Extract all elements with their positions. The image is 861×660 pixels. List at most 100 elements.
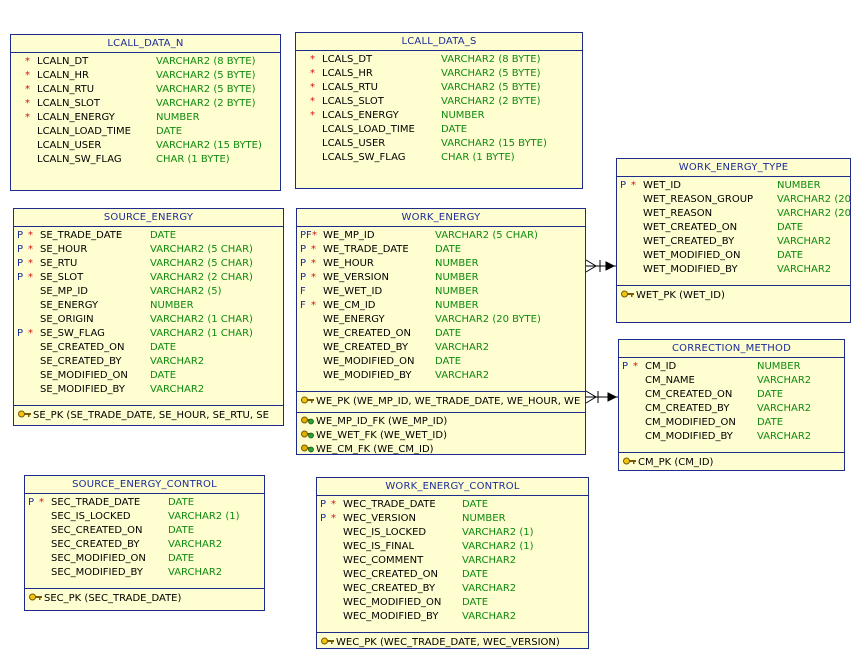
column-type: VARCHAR2: [150, 356, 205, 367]
primary-key-entry[interactable]: SE_PK (SE_TRADE_DATE, SE_HOUR, SE_RTU, S…: [18, 409, 269, 423]
index-entry[interactable]: WE_WET_FK (WE_WET_ID): [301, 429, 447, 443]
primary-key-entry[interactable]: WET_PK (WET_ID): [621, 289, 725, 303]
column-name: WE_WET_ID: [323, 286, 383, 297]
primary-key-entry[interactable]: SEC_PK (SEC_TRADE_DATE): [29, 592, 181, 606]
key-label: WEC_PK (WEC_TRADE_DATE, WEC_VERSION): [336, 637, 560, 648]
primary-key-entry[interactable]: WEC_PK (WEC_TRADE_DATE, WEC_VERSION): [321, 636, 560, 648]
primary-key-entry[interactable]: CM_PK (CM_ID): [623, 456, 713, 470]
index-entry[interactable]: WE_CM_FK (WE_CM_ID): [301, 443, 434, 454]
index-icon: [301, 415, 314, 425]
key-icon: [29, 592, 42, 602]
key-marker: P: [17, 272, 24, 283]
key-icon: [621, 289, 634, 299]
column-row[interactable]: SE_CREATED_BY VARCHAR2: [14, 355, 283, 369]
column-name: SEC_CREATED_ON: [51, 525, 143, 536]
column-type: VARCHAR2: [462, 611, 517, 622]
column-name: SE_ORIGIN: [40, 314, 94, 325]
index-entry[interactable]: WE_MP_ID_FK (WE_MP_ID): [301, 415, 447, 429]
column-name: WEC_TRADE_DATE: [343, 499, 436, 510]
column-type: VARCHAR2: [777, 236, 832, 247]
primary-key-entry[interactable]: WE_PK (WE_MP_ID, WE_TRADE_DATE, WE_HOUR,…: [301, 395, 580, 409]
column-type: VARCHAR2 (1): [168, 511, 240, 522]
key-label: WET_PK (WET_ID): [636, 290, 725, 301]
column-name: SE_CREATED_BY: [40, 356, 122, 367]
entity-title: SOURCE_ENERGY: [14, 209, 283, 227]
